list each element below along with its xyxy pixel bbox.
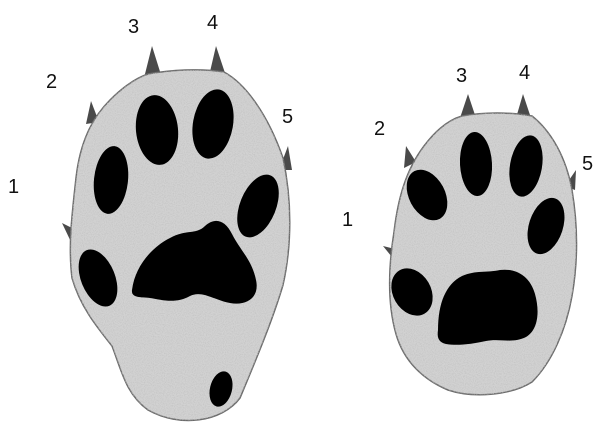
small-print-toe-label-1: 1 — [342, 209, 353, 231]
large-print-toe-label-3: 3 — [128, 16, 139, 38]
small-print-toe-label-3: 3 — [456, 65, 467, 87]
large-print-toe-label-5: 5 — [282, 106, 293, 128]
large-paw-print: 1 2 3 4 5 — [8, 12, 293, 420]
small-print-toe-label-4: 4 — [519, 62, 530, 84]
small-print-toe-label-5: 5 — [582, 153, 593, 175]
large-print-toe-label-2: 2 — [46, 71, 57, 93]
small-print-toe-label-2: 2 — [374, 118, 385, 140]
small-paw-print: 1 2 3 4 5 — [342, 62, 593, 395]
large-print-toe-label-1: 1 — [8, 176, 19, 198]
large-print-toe-label-4: 4 — [207, 12, 218, 34]
